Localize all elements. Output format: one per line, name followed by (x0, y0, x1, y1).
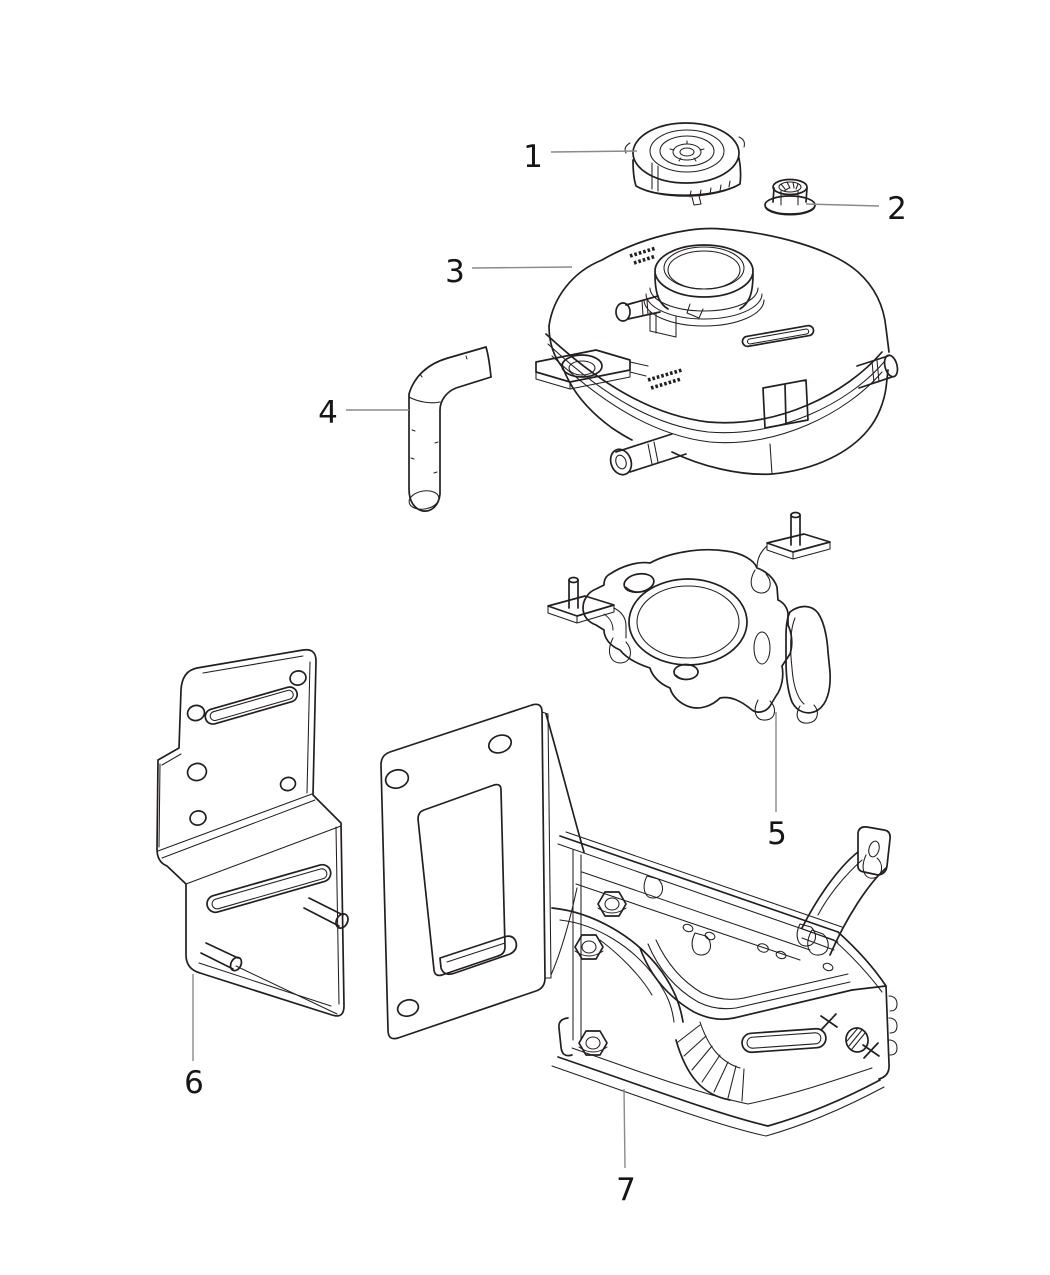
stud-plate-bracket-drawing (547, 511, 831, 724)
leader-line-2 (805, 203, 880, 207)
callouts: 1 2 3 4 5 6 7 (184, 139, 907, 1208)
callout-7: 7 (616, 1172, 636, 1208)
flange-nut-drawing (764, 178, 816, 216)
side-mounting-bracket-drawing (156, 648, 349, 1017)
callout-5: 5 (767, 816, 787, 852)
lower-support-bracket-drawing (380, 703, 898, 1137)
elbow-hose-drawing (408, 346, 492, 512)
callout-1: 1 (523, 139, 543, 175)
callout-6: 6 (184, 1065, 204, 1101)
coolant-bottle-drawing (535, 227, 899, 476)
leader-line-7 (623, 1088, 626, 1169)
weld-nut (597, 891, 627, 917)
pressure-cap-drawing (624, 122, 745, 206)
callout-2: 2 (887, 191, 907, 227)
callout-3: 3 (445, 254, 465, 290)
leader-line-3 (471, 266, 573, 269)
callout-4: 4 (318, 395, 338, 431)
weld-nut (578, 1030, 608, 1056)
leader-line-1 (550, 150, 638, 153)
weld-nut (574, 934, 604, 960)
